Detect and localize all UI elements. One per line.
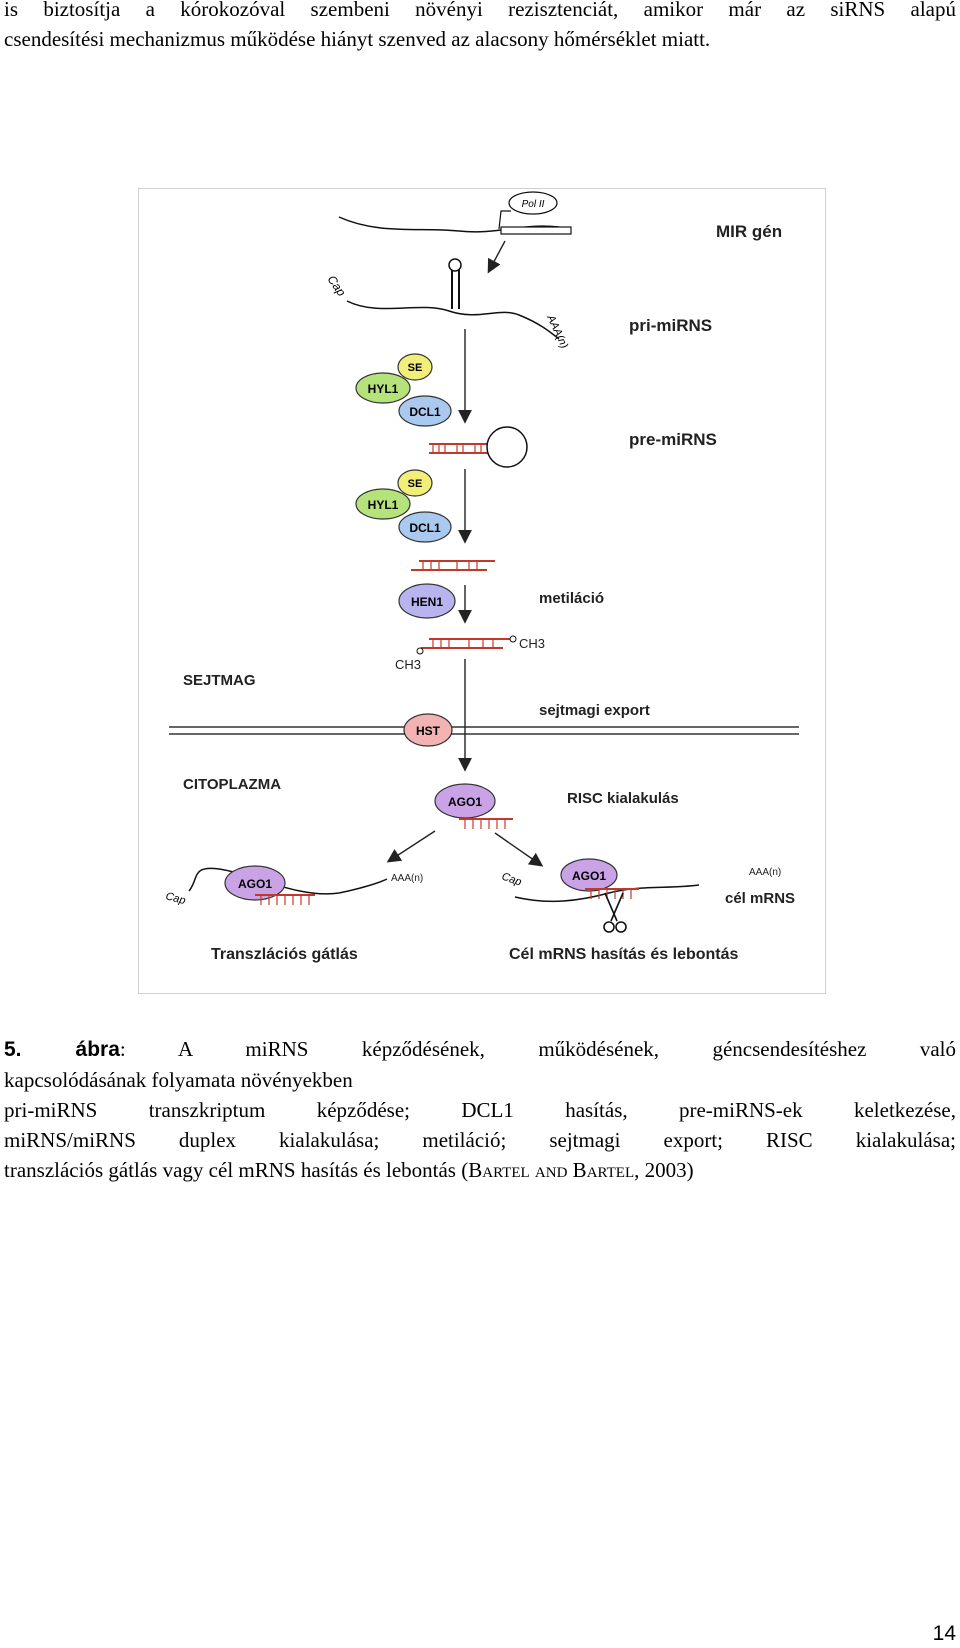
ch3-label-right: CH3 xyxy=(519,636,545,651)
aaa-label-1: AAA(n) xyxy=(544,312,570,350)
mir-gene-box xyxy=(500,226,572,235)
se-label-1: SE xyxy=(408,362,423,374)
dcl1-protein-1 xyxy=(398,395,452,427)
se-label-2: SE xyxy=(408,478,423,490)
hyl1-label-2: HYL1 xyxy=(368,498,399,512)
aaa-label-3: AAA(n) xyxy=(749,867,781,878)
cap-label-3: Cap xyxy=(500,871,523,889)
hst-protein xyxy=(403,713,453,747)
metilacio-label: metiláció xyxy=(539,590,604,607)
caption-colon: : xyxy=(119,1037,126,1061)
pri-mirna-strand xyxy=(346,300,560,340)
cel-mrns-label: cél mRNS xyxy=(725,890,795,907)
ago1-label-risc: AGO1 xyxy=(448,795,482,809)
methyl-group-left xyxy=(416,647,424,655)
ago1-protein-right xyxy=(560,858,618,892)
cel-mrns-hasitas-label: Cél mRNS hasítás és lebontás xyxy=(509,946,739,963)
pri-hairpin-loop xyxy=(448,258,462,272)
ch3-label-left: CH3 xyxy=(395,657,421,672)
se-protein-2 xyxy=(397,469,433,497)
methyl-duplex-basepairs xyxy=(432,639,494,648)
pol2-ellipse xyxy=(508,191,558,215)
caption-line-1: 5. ábra: A miRNS képződésének, működésén… xyxy=(4,1034,956,1065)
ago1-label-left: AGO1 xyxy=(238,877,272,891)
left-mirna-bases xyxy=(260,895,310,905)
target-mrna-left xyxy=(188,867,388,895)
sejtmagi-export-label: sejtmagi export xyxy=(539,702,650,719)
caption-line-5: transzlációs gátlás vagy cél mRNS hasítá… xyxy=(4,1155,956,1185)
transzlacios-gatlas-label: Transzlációs gátlás xyxy=(211,946,358,963)
cap-label-1: Cap xyxy=(325,273,349,299)
intro-line-1: is biztosítja a kórokozóval szembeni növ… xyxy=(4,0,956,21)
aaa-label-2: AAA(n) xyxy=(391,873,423,884)
cap-label-2: Cap xyxy=(164,890,187,907)
tss-arrow xyxy=(498,210,511,230)
transcription-arrow xyxy=(487,240,506,274)
target-mrna-right xyxy=(514,884,700,903)
hyl1-label-1: HYL1 xyxy=(368,382,399,396)
arrow-to-cleavage xyxy=(494,832,544,867)
scissors-icon xyxy=(603,892,627,933)
hyl1-protein-2 xyxy=(355,488,411,520)
pre-mirna-loop xyxy=(486,426,528,468)
caption-title-start: A miRNS képződésének, működésének, géncs… xyxy=(125,1037,956,1061)
hen1-label: HEN1 xyxy=(411,595,443,609)
intro-line-2: csendesítési mechanizmus működése hiányt… xyxy=(4,27,711,51)
citation-artel1: artel xyxy=(482,1158,530,1182)
citation-artel2: artel xyxy=(586,1158,635,1182)
dcl1-label-2: DCL1 xyxy=(409,521,441,535)
se-protein-1 xyxy=(397,353,433,381)
arrow-to-translation-block xyxy=(386,830,436,863)
citation-year: , 2003) xyxy=(634,1158,694,1182)
pol2-label: Pol II xyxy=(522,199,545,210)
methyl-group-right xyxy=(509,635,517,643)
risc-mirna-bases xyxy=(464,819,506,829)
ago1-protein-left xyxy=(224,865,286,901)
figure-caption: 5. ábra: A miRNS képződésének, működésén… xyxy=(4,1034,956,1185)
dcl1-label-1: DCL1 xyxy=(409,405,441,419)
duplex-basepairs xyxy=(422,561,478,570)
dcl1-protein-2 xyxy=(398,511,452,543)
sejtmag-label: SEJTMAG xyxy=(183,672,256,689)
risc-label: RISC kialakulás xyxy=(567,790,679,807)
hst-label: HST xyxy=(416,724,441,738)
mir-gen-label: MIR gén xyxy=(716,222,782,241)
citation-b1: B xyxy=(468,1158,483,1182)
citation-b2: B xyxy=(572,1158,587,1182)
hyl1-protein-1 xyxy=(355,372,411,404)
mirna-pathway-figure: Pol II MIR gén Cap AAA(n) pri-miRNS SE H… xyxy=(138,188,826,994)
pre-mirna-basepairs xyxy=(432,444,482,453)
caption-line-4: miRNS/miRNS duplex kialakulása; metiláci… xyxy=(4,1128,956,1152)
pre-mirns-label: pre-miRNS xyxy=(629,430,717,449)
caption-line-5-text: transzlációs gátlás vagy cél mRNS hasítá… xyxy=(4,1158,469,1182)
page-number: 14 xyxy=(932,1622,956,1645)
pri-mirns-label: pri-miRNS xyxy=(629,316,712,335)
hen1-protein xyxy=(398,583,456,619)
figure-canvas: Pol II MIR gén Cap AAA(n) pri-miRNS SE H… xyxy=(164,191,799,963)
ago1-label-right: AGO1 xyxy=(572,869,606,883)
caption-line-3: pri-miRNS transzkriptum képződése; DCL1 … xyxy=(4,1098,956,1122)
citoplazma-label: CITOPLAZMA xyxy=(183,776,281,793)
figure-number: 5. ábra xyxy=(4,1038,120,1061)
caption-line-2: kapcsolódásának folyamata növényekben xyxy=(4,1068,353,1092)
intro-paragraph: is biztosítja a kórokozóval szembeni növ… xyxy=(4,0,956,54)
citation-and: and xyxy=(529,1158,573,1182)
